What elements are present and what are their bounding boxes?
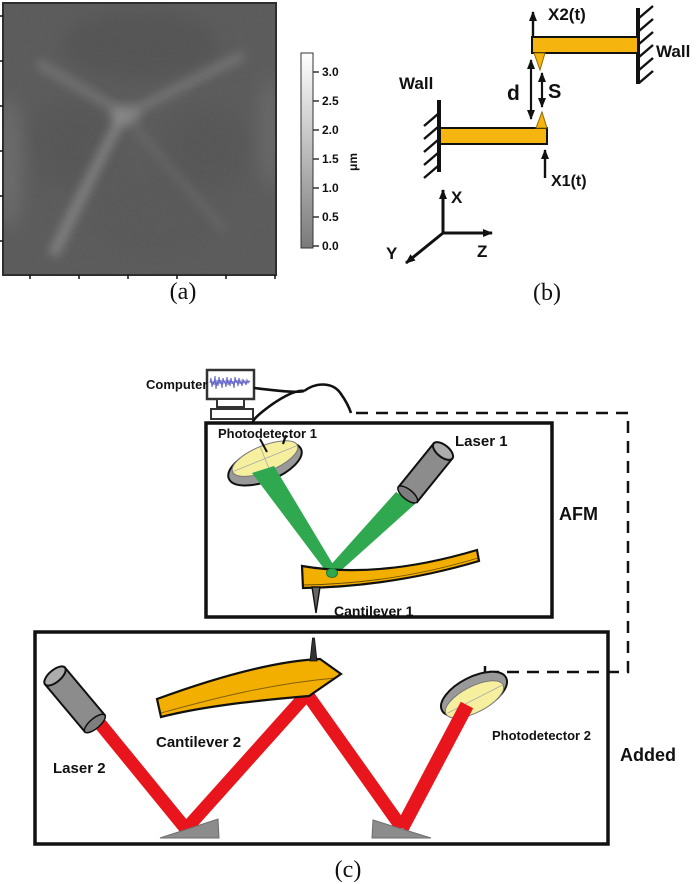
coordinate-axes — [405, 189, 493, 265]
lower-cantilever-beam — [439, 127, 548, 145]
colorbar-tick-label: 1.0 — [322, 181, 339, 195]
axis-z-label: Z — [477, 242, 487, 261]
cantilever-schematic: Wall X2(t) Wall d S — [386, 5, 690, 265]
cantilever2 — [155, 637, 343, 719]
computer — [205, 368, 256, 420]
laser1-label: Laser 1 — [455, 433, 508, 450]
d-label: d — [507, 82, 520, 105]
laser2-label: Laser 2 — [53, 760, 106, 777]
x2-label: X2(t) — [548, 5, 586, 24]
computer-label: Computer — [146, 377, 207, 392]
wall-right — [636, 5, 654, 84]
afm-box — [204, 421, 554, 619]
afm-box-label: AFM — [559, 504, 598, 524]
wall-right-label: Wall — [656, 42, 690, 61]
afm-image-border — [2, 2, 277, 276]
axis-y-label: Y — [386, 244, 398, 263]
colorbar-tick-label: 0.0 — [322, 239, 339, 253]
laser1 — [397, 441, 455, 504]
cantilever2-tip — [309, 637, 318, 662]
wall-left — [423, 100, 441, 179]
caption-panel-b: (b) — [533, 280, 561, 306]
colorbar-unit-label: μm — [346, 153, 360, 171]
colorbar-tick-label: 2.5 — [322, 94, 339, 108]
mirror-wedge-1 — [159, 818, 220, 839]
upper-cantilever-beam — [531, 36, 639, 54]
cantilever1 — [300, 548, 481, 614]
cantilever1-label: Cantilever 1 — [334, 603, 414, 619]
colorbar-tick-label: 1.5 — [322, 152, 339, 166]
added-box-label: Added — [620, 745, 676, 765]
green-beam-to-detector — [252, 466, 337, 574]
red-beam-path — [91, 687, 408, 836]
computer-base — [210, 408, 254, 420]
afm-topography-image — [0, 2, 277, 279]
axis-x-label: X — [451, 188, 463, 207]
colorbar: 3.0 2.5 2.0 1.5 1.0 0.5 0.0 μm — [300, 52, 360, 253]
colorbar-tick-label: 2.0 — [322, 123, 339, 137]
colorbar-tick-label: 3.0 — [322, 65, 339, 79]
afm-system-diagram: Computer AFM Photodetector 1 — [33, 368, 676, 846]
colorbar-tick-label: 0.5 — [322, 210, 339, 224]
caption-panel-a: (a) — [170, 279, 197, 305]
computer-stand — [216, 398, 245, 408]
photodetector2-label: Photodetector 2 — [492, 728, 591, 743]
mirror-wedge-2 — [371, 819, 432, 839]
signal-cable — [250, 383, 353, 425]
colorbar-gradient — [300, 52, 314, 249]
photodetector2 — [440, 670, 508, 719]
cantilever1-tip — [311, 586, 321, 614]
photodetector1-stub — [281, 434, 288, 445]
photodetector1 — [227, 440, 303, 487]
red-beam-to-detector — [395, 701, 474, 832]
green-beam-from-laser — [328, 492, 415, 574]
upper-cantilever-tip — [533, 52, 546, 72]
colorbar-ticks — [313, 71, 319, 247]
computer-signal-waveform — [209, 375, 251, 390]
photodetector1-pointer-line — [259, 438, 268, 453]
caption-panel-c: (c) — [335, 857, 362, 883]
laser-spot — [326, 568, 338, 578]
x1-label: X1(t) — [551, 173, 587, 190]
s-label: S — [548, 81, 561, 103]
added-box — [33, 630, 610, 846]
laser2 — [43, 665, 107, 734]
dashed-connection-line — [356, 411, 630, 674]
lower-cantilever-tip — [535, 110, 548, 129]
cantilever2-label: Cantilever 2 — [156, 734, 241, 751]
photodetector1-label: Photodetector 1 — [218, 426, 317, 441]
afm-image-ticks — [0, 15, 276, 279]
wall-left-label: Wall — [399, 74, 433, 93]
